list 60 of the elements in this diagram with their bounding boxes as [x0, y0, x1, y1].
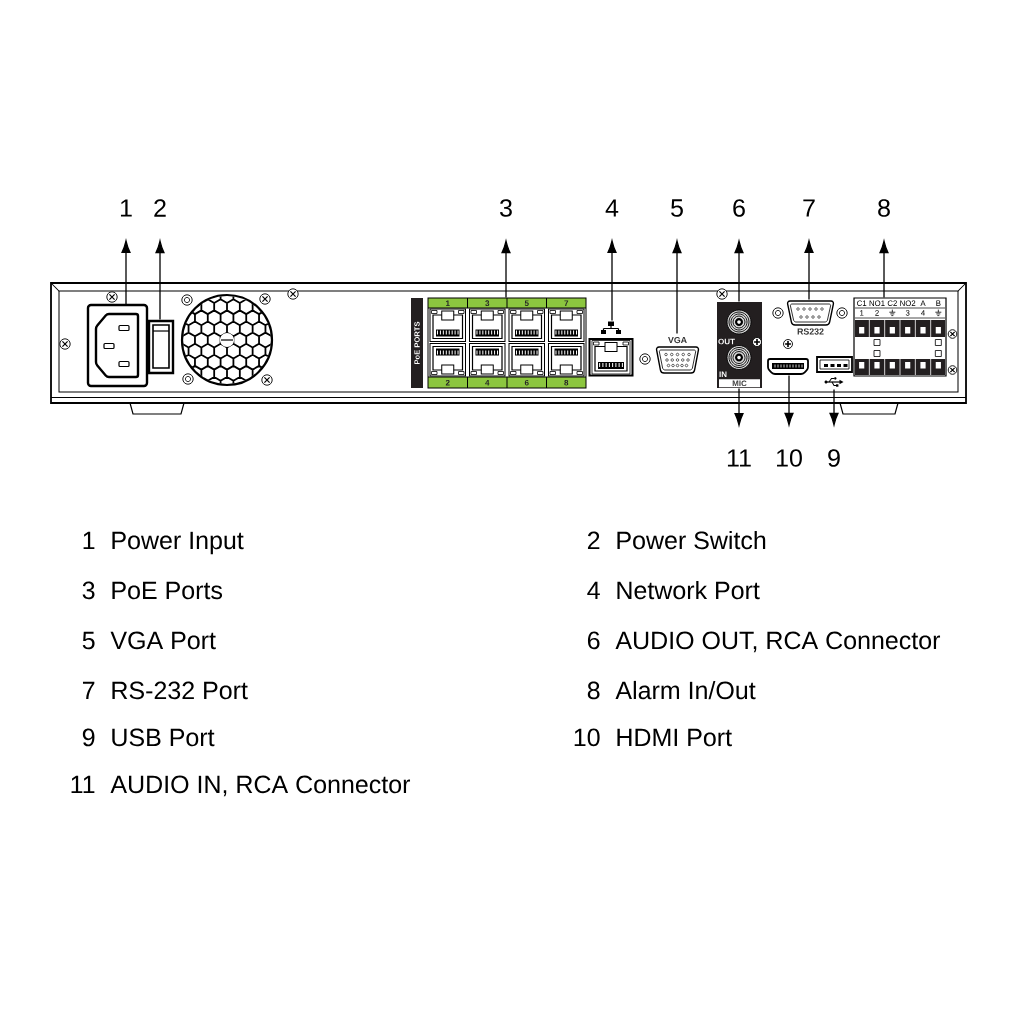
- callout-number: 7: [803, 199, 815, 217]
- callout-number: 5: [671, 199, 683, 217]
- key-text: RS-232 Port: [112, 681, 248, 700]
- leader-arrow: [672, 240, 682, 335]
- key-text: Power Input: [112, 531, 244, 555]
- callout-number: 4: [605, 199, 619, 217]
- port-number: 6: [524, 379, 529, 386]
- callout-number: 1: [120, 199, 132, 217]
- callout-number: 8: [878, 199, 890, 217]
- key-text: Network Port: [617, 580, 760, 600]
- key-number: 2: [587, 531, 600, 549]
- key-text: AUDIO IN, RCA Connector: [110, 775, 411, 797]
- port-number: 4: [485, 379, 490, 386]
- port-number: 5: [524, 300, 529, 306]
- callout-number: 9: [828, 449, 840, 467]
- key-text: Power Switch: [617, 530, 766, 550]
- callout-number: 6: [733, 199, 745, 217]
- leader-arrow: [784, 374, 794, 426]
- key-number: 7: [83, 681, 95, 699]
- port-number: 7: [564, 300, 569, 306]
- key-number: 8: [587, 681, 600, 700]
- key-number: 6: [587, 631, 600, 650]
- leader-arrow: [804, 240, 814, 301]
- callout-number: 11: [727, 449, 751, 467]
- panel-label: IN: [719, 371, 727, 377]
- power-inlet: [86, 303, 149, 388]
- port-number: 1: [446, 300, 450, 306]
- key-number: 4: [587, 581, 600, 599]
- key-text: PoE Ports: [112, 581, 223, 600]
- leader-arrow: [879, 240, 889, 299]
- panel-label: RS232: [797, 328, 824, 335]
- key-text: HDMI Port: [617, 728, 732, 747]
- port-number: 8: [564, 379, 569, 386]
- key-text: Alarm In/Out: [615, 680, 756, 700]
- key-text: AUDIO OUT, RCA Connector: [615, 631, 941, 653]
- key-number: 1: [83, 531, 95, 549]
- callout-number: 3: [500, 199, 512, 217]
- leader-arrow: [501, 240, 511, 299]
- leader-arrow: [155, 240, 165, 321]
- key-number: 5: [82, 631, 95, 650]
- leader-arrow: [121, 240, 131, 306]
- panel-label: VGA: [668, 336, 687, 344]
- callout-number: 10: [777, 449, 802, 467]
- leader-arrow: [734, 387, 744, 426]
- key-number: 3: [82, 581, 95, 600]
- key-number: 9: [82, 728, 95, 747]
- leader-arrow: [734, 240, 744, 303]
- hdmi-port: [767, 358, 809, 375]
- panel-label: MIC: [732, 380, 747, 387]
- key-text: USB Port: [112, 728, 215, 747]
- key-number: 11: [71, 775, 95, 793]
- rocker-switch: [147, 319, 175, 375]
- port-number: 2: [445, 379, 450, 386]
- leader-arrow: [607, 240, 617, 322]
- port-number: 3: [485, 300, 490, 307]
- callout-number: 2: [154, 199, 166, 217]
- key-number: 10: [574, 728, 600, 747]
- key-text: VGA Port: [110, 631, 216, 650]
- leader-arrow: [829, 388, 839, 426]
- panel-label: OUT: [718, 338, 735, 345]
